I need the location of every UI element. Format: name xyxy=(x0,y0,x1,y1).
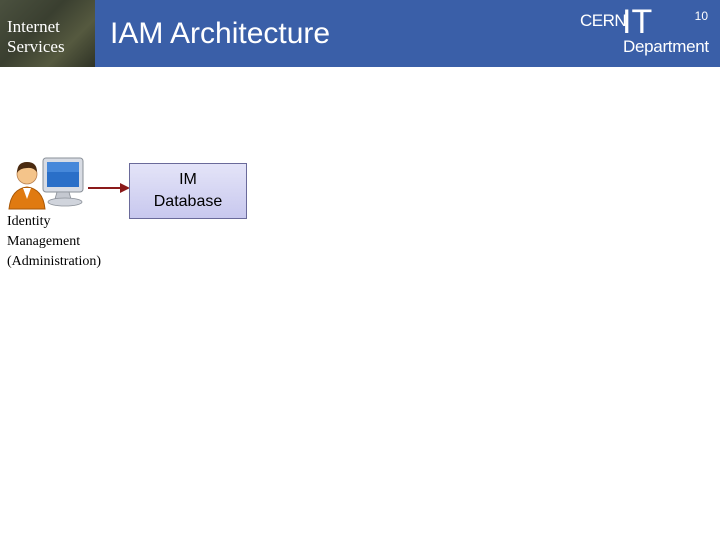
section-block: Internet Services xyxy=(0,0,95,67)
user-computer-icon xyxy=(8,157,84,210)
im-database-box: IM Database xyxy=(129,163,247,219)
logo-cern: CERN xyxy=(580,11,627,30)
slide-title: IAM Architecture xyxy=(110,17,331,50)
identity-management-label: Identity Management (Administration) xyxy=(7,212,101,272)
database-label-line2: Database xyxy=(153,193,223,210)
logo-department: Department xyxy=(623,37,709,56)
section-label-line2: Services xyxy=(7,37,65,56)
section-label: Internet Services xyxy=(7,17,65,57)
page-number: 10 xyxy=(694,9,708,23)
cern-it-logo: CERN IT Department xyxy=(580,3,720,60)
database-label-line1: IM xyxy=(179,171,197,188)
identity-label-line2: Management xyxy=(7,234,81,249)
section-label-line1: Internet xyxy=(7,17,60,36)
slide-header: Internet Services IAM Architecture CERN … xyxy=(0,0,720,67)
logo-it: IT xyxy=(622,3,653,41)
identity-label-line3: (Administration) xyxy=(7,254,102,269)
connector-arrow xyxy=(88,183,130,193)
identity-label-line1: Identity xyxy=(7,214,51,229)
